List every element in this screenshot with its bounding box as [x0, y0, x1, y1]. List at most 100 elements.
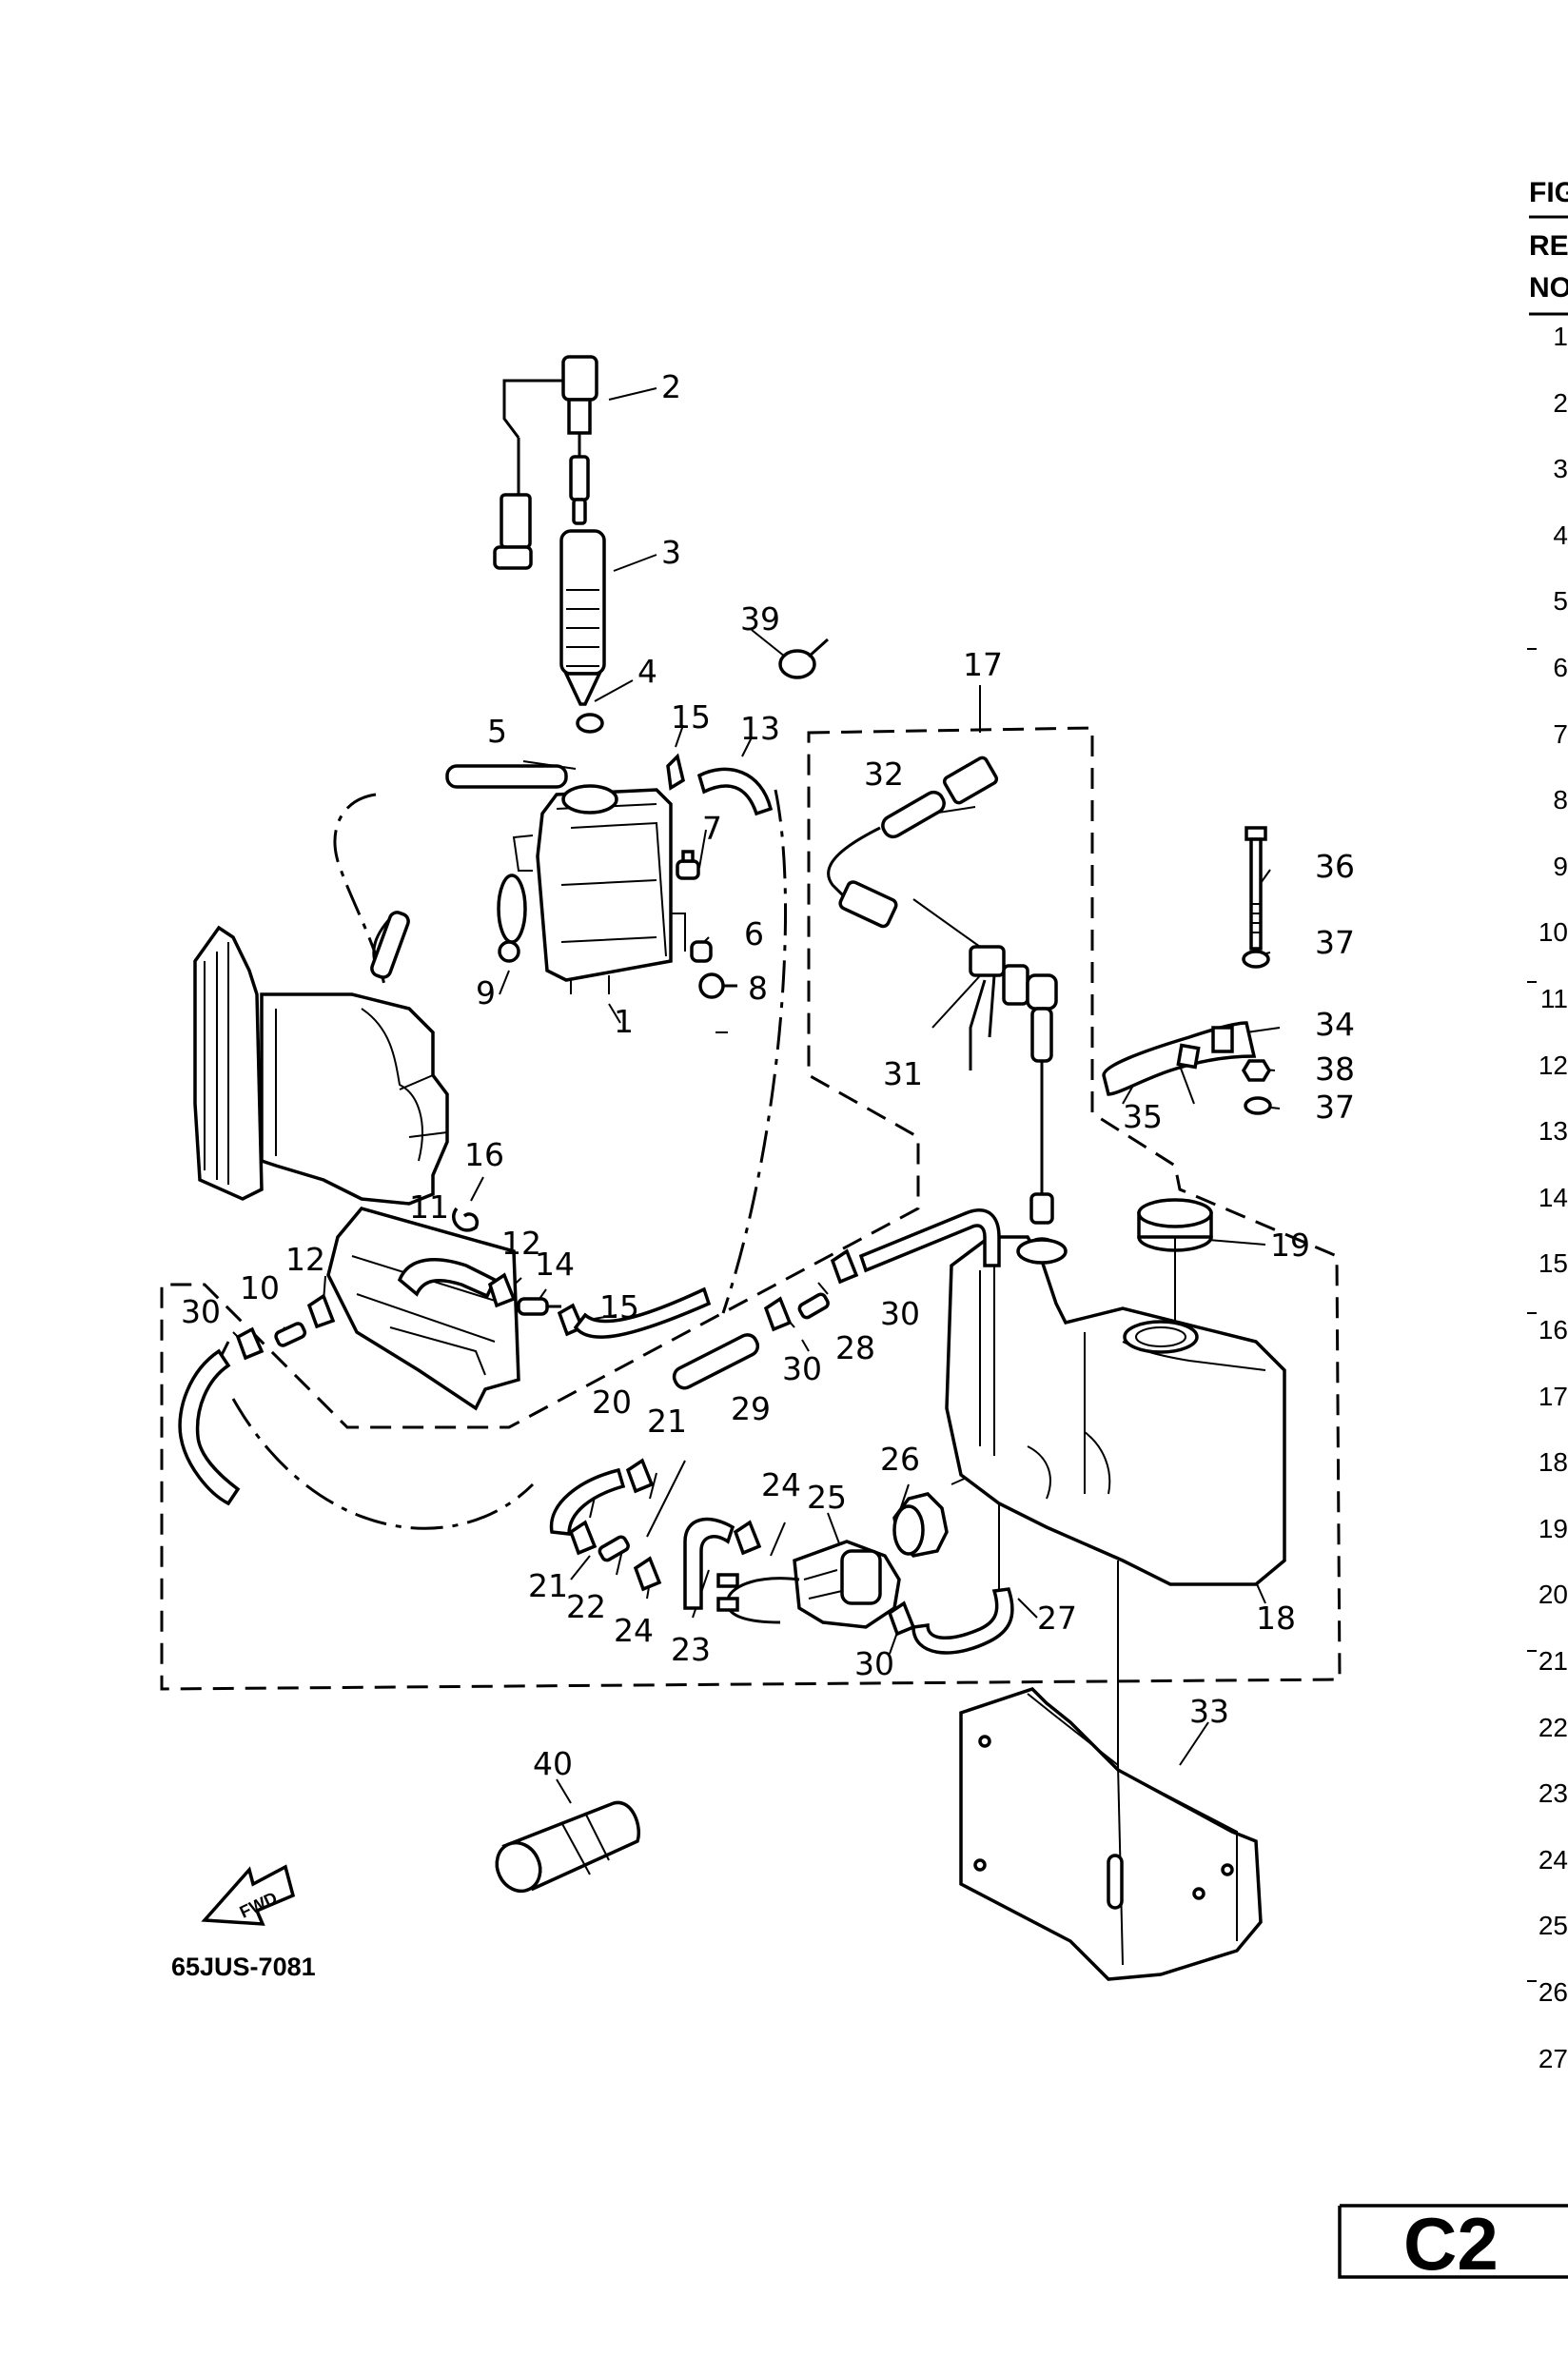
part-30-clamp-left	[235, 1326, 265, 1361]
callout-19: 19	[1270, 1227, 1310, 1264]
callout-37-bottom: 37	[1315, 1089, 1355, 1126]
part-13-hose	[696, 767, 774, 816]
part-36-bolt	[1245, 826, 1267, 951]
page-code-box: C2	[1338, 2202, 1568, 2286]
table-row-4: 4	[1553, 520, 1568, 550]
part-12-clamp-right	[487, 1272, 517, 1308]
table-ref-header: REF	[1529, 230, 1568, 262]
callout-2: 2	[661, 368, 681, 405]
callout-5: 5	[487, 713, 507, 750]
part-19-tank-cap	[1137, 1198, 1213, 1323]
part-39-clip	[778, 638, 830, 679]
table-row-17: 17	[1539, 1382, 1568, 1411]
part-12-clamp-left	[306, 1293, 336, 1329]
callout-37-top: 37	[1315, 924, 1355, 961]
callout-22: 22	[566, 1588, 606, 1625]
callout-15-top: 15	[671, 698, 711, 736]
table-row-23: 23	[1539, 1778, 1568, 1808]
callout-20: 20	[592, 1384, 632, 1421]
callout-21-lower: 21	[528, 1567, 568, 1604]
table-no-header: NO.	[1529, 272, 1568, 304]
callout-12-right: 12	[501, 1225, 541, 1262]
part-37-washer-bottom	[1244, 1096, 1272, 1115]
callout-24-upper: 24	[761, 1466, 801, 1503]
callout-30-mid: 30	[782, 1350, 822, 1387]
part-22-joint	[598, 1535, 630, 1562]
callout-7: 7	[702, 810, 722, 847]
part-34-tank-band	[1102, 1021, 1257, 1096]
table-row-19: 19	[1539, 1514, 1568, 1543]
callout-40: 40	[533, 1745, 573, 1782]
callout-39: 39	[740, 600, 780, 638]
callout-11: 11	[409, 1188, 449, 1226]
table-row-2: 2	[1553, 388, 1568, 418]
callout-14: 14	[535, 1246, 575, 1283]
callout-16: 16	[464, 1136, 504, 1173]
table-row-10: 10	[1539, 917, 1568, 947]
callout-36: 36	[1315, 848, 1355, 885]
table-row-numbers: 1234567891011121314151617181920212223242…	[1539, 322, 1568, 2073]
part-33-tank-tray	[959, 1686, 1263, 1981]
part-26-filter-cap	[892, 1492, 949, 1558]
table-row-24: 24	[1539, 1845, 1568, 1875]
callout-30-lower: 30	[854, 1645, 894, 1682]
diagram-code: 65JUS-7081	[171, 1953, 316, 1981]
callout-labels: 2 3 39 17 4 15 13 5 32 7 6 8 9 1 36 37 3…	[181, 368, 1355, 1782]
part-15-clamp-top	[666, 753, 685, 791]
hose-upper-30	[858, 1208, 1001, 1273]
part-32-cable	[827, 756, 999, 929]
part-27-hose	[911, 1587, 1014, 1655]
table-row-12: 12	[1539, 1050, 1568, 1080]
callout-25: 25	[807, 1479, 847, 1516]
table-row-15: 15	[1539, 1248, 1568, 1278]
callout-10: 10	[240, 1269, 280, 1306]
callout-17: 17	[963, 646, 1003, 683]
callout-6: 6	[744, 915, 764, 952]
part-30-clamp-mid	[763, 1296, 793, 1332]
part-25-oil-pump	[716, 1540, 901, 1629]
part-7-grommet	[676, 850, 700, 880]
table-row-7: 7	[1553, 719, 1568, 749]
table-fig-header: FIG	[1529, 177, 1568, 208]
part-38-nut	[1241, 1059, 1272, 1082]
part-9-strap	[497, 874, 527, 963]
callout-21-upper: 21	[647, 1403, 687, 1440]
callout-27: 27	[1037, 1600, 1077, 1637]
table-row-20: 20	[1539, 1580, 1568, 1609]
callout-34: 34	[1315, 1006, 1355, 1043]
part-20-hose	[549, 1467, 626, 1536]
callout-24-lower: 24	[614, 1612, 654, 1649]
callout-32: 32	[864, 756, 904, 793]
hose-to-tank-15	[573, 1286, 712, 1339]
table-row-25: 25	[1539, 1911, 1568, 1940]
callout-8: 8	[748, 970, 768, 1007]
callout-28: 28	[835, 1329, 875, 1366]
part-5-hose	[445, 764, 568, 789]
table-row-9: 9	[1553, 852, 1568, 881]
callout-13: 13	[740, 710, 780, 747]
part-24-clamp-lower	[633, 1556, 662, 1592]
part-37-washer-top	[1242, 950, 1270, 969]
callout-35: 35	[1123, 1098, 1163, 1135]
part-24-clamp-upper	[733, 1520, 762, 1556]
callout-9: 9	[476, 974, 496, 1011]
part-10-joint	[274, 1322, 307, 1347]
parts-table-edge: FIG REF NO. 1234567891011121314151617181…	[1527, 177, 1568, 2073]
part-6-collar	[690, 940, 713, 963]
part-23-hose	[683, 1517, 735, 1610]
table-row-13: 13	[1539, 1116, 1568, 1146]
part-29-hose	[672, 1333, 760, 1390]
table-row-14: 14	[1539, 1183, 1568, 1212]
callout-31: 31	[883, 1055, 923, 1092]
callout-33: 33	[1189, 1693, 1229, 1730]
part-4-washer	[576, 713, 604, 734]
callout-3: 3	[661, 534, 681, 571]
callout-30-left: 30	[181, 1293, 221, 1330]
callout-29: 29	[731, 1390, 771, 1427]
table-row-5: 5	[1553, 586, 1568, 616]
page-code: C2	[1403, 2202, 1499, 2286]
table-row-21: 21	[1539, 1646, 1568, 1676]
callout-1: 1	[614, 1003, 634, 1040]
part-8-bolt	[698, 972, 737, 999]
